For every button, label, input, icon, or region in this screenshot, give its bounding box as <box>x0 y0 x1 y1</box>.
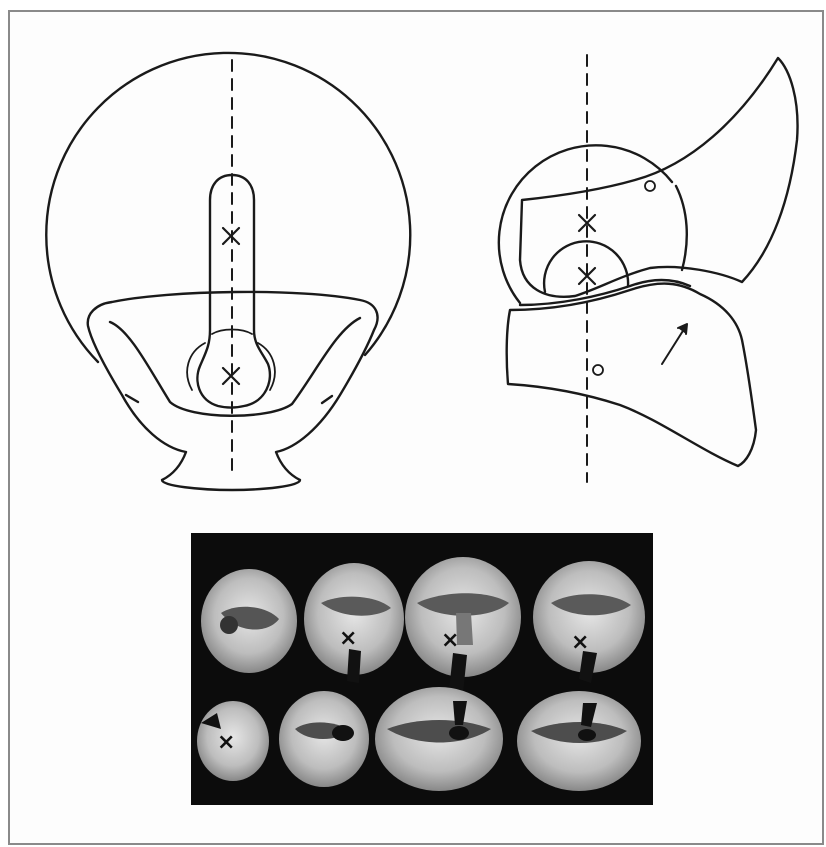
right-sagittal-diagram <box>499 55 798 482</box>
svg-text:×: × <box>339 626 357 651</box>
left-frontal-diagram <box>46 53 410 490</box>
tooth-bottom-1: × <box>197 701 269 781</box>
inner-fossa-curve <box>110 318 360 416</box>
small-rotation-arc-left <box>187 343 205 390</box>
large-rotation-arc <box>46 53 410 362</box>
svg-text:×: × <box>571 630 589 655</box>
direction-arrow-icon <box>662 324 687 364</box>
svg-text:×: × <box>217 730 235 755</box>
condyle-circle-arc-upper <box>676 186 687 270</box>
lower-reference-point-icon <box>593 365 603 375</box>
upper-jaw-wedge <box>520 58 798 297</box>
lower-jaw-shape <box>507 284 756 466</box>
right-bowl-tick <box>322 396 332 403</box>
tooth-bottom-3 <box>375 687 503 791</box>
svg-text:×: × <box>441 628 459 653</box>
upper-reference-point-icon <box>645 181 655 191</box>
tooth-bottom-4 <box>517 691 641 791</box>
left-bowl-tick <box>126 395 138 402</box>
tooth-bottom-2 <box>279 691 369 787</box>
occlusal-photograph: × × × × <box>191 533 653 805</box>
tooth-top-1 <box>201 569 297 673</box>
